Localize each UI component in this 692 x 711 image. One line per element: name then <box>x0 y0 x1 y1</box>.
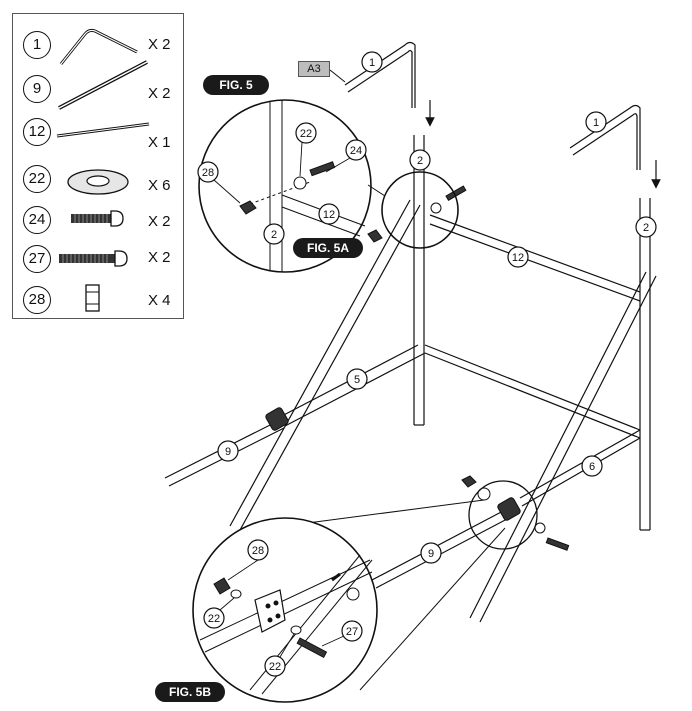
detail-leaders <box>213 141 351 658</box>
callout-5: 5 <box>354 374 360 386</box>
detail-callout-2: 2 <box>271 229 277 241</box>
top-piece-1-left <box>344 41 416 108</box>
bent-tube-icon <box>59 28 138 65</box>
hinge-right <box>497 497 521 521</box>
detail-b-callout-22-bottom: 22 <box>269 661 281 673</box>
part-qty-1: X 2 <box>148 36 171 53</box>
callout-circles <box>197 51 657 677</box>
part-qty-27: X 2 <box>148 249 171 266</box>
part-number-24: 24 <box>23 206 51 234</box>
leader-fig5 <box>367 184 386 197</box>
callout-9-lower: 9 <box>428 548 434 560</box>
right-vertical-pole <box>639 198 651 531</box>
a3-tag: A3 <box>298 61 330 77</box>
detail-b-callout-28: 28 <box>252 545 264 557</box>
part-qty-9: X 2 <box>148 85 171 102</box>
fig-5-label: FIG. 5 <box>203 75 269 95</box>
main-hardware <box>367 185 570 551</box>
part-qty-12: X 1 <box>148 134 171 151</box>
callout-labels: 1 1 2 2 12 5 6 9 9 28 22 24 12 2 28 22 2… <box>202 57 649 673</box>
part-number-9: 9 <box>23 75 51 103</box>
detail-callout-22: 22 <box>300 128 312 140</box>
parts-list-panel: 1 X 2 9 X 2 12 X 1 22 X 6 24 X 2 27 <box>12 13 184 319</box>
detail-callout-12: 12 <box>323 209 335 221</box>
fig-5b-label: FIG. 5B <box>155 682 225 702</box>
detail-circle-fig5b <box>192 480 538 703</box>
left-diagonal-leg <box>229 199 421 531</box>
frame-tubes <box>164 41 657 623</box>
detail-circle-fig5a <box>381 171 459 249</box>
straight-tube-icon <box>58 60 148 110</box>
long-rod-icon <box>56 122 150 138</box>
callout-12: 12 <box>512 252 524 264</box>
tube-9-lower <box>371 509 510 589</box>
detail-b-callout-22-top: 22 <box>208 613 220 625</box>
base-side-tube <box>424 344 641 439</box>
part-number-12: 12 <box>23 118 51 146</box>
part-qty-24: X 2 <box>148 213 171 230</box>
crossbar-12 <box>429 214 641 302</box>
left-vertical-pole <box>413 135 425 426</box>
top-piece-1-right <box>569 104 641 170</box>
part-qty-28: X 4 <box>148 292 171 309</box>
short-bolt-icon <box>71 210 124 227</box>
callout-2-left: 2 <box>417 155 423 167</box>
callout-1-left: 1 <box>369 57 375 69</box>
callout-1-right: 1 <box>593 117 599 129</box>
fig-5a-label: FIG. 5A <box>293 238 363 258</box>
a3-leader <box>329 69 346 83</box>
part-qty-22: X 6 <box>148 177 171 194</box>
detail-callout-28: 28 <box>202 167 214 179</box>
part-number-28: 28 <box>23 286 51 314</box>
hinge-left <box>265 407 289 431</box>
detail-circle-fig5 <box>198 99 372 273</box>
part-number-22: 22 <box>23 165 51 193</box>
right-diagonal-leg <box>469 271 657 623</box>
nut-icon <box>85 284 100 312</box>
part-number-1: 1 <box>23 31 51 59</box>
detail-callout-24: 24 <box>350 145 362 157</box>
washer-icon <box>67 169 129 195</box>
tube-6 <box>519 429 641 507</box>
callout-9-left: 9 <box>225 446 231 458</box>
long-bolt-icon <box>59 250 128 267</box>
part-number-27: 27 <box>23 245 51 273</box>
callout-2-right: 2 <box>643 222 649 234</box>
callout-6: 6 <box>589 461 595 473</box>
detail-b-callout-27: 27 <box>346 626 358 638</box>
